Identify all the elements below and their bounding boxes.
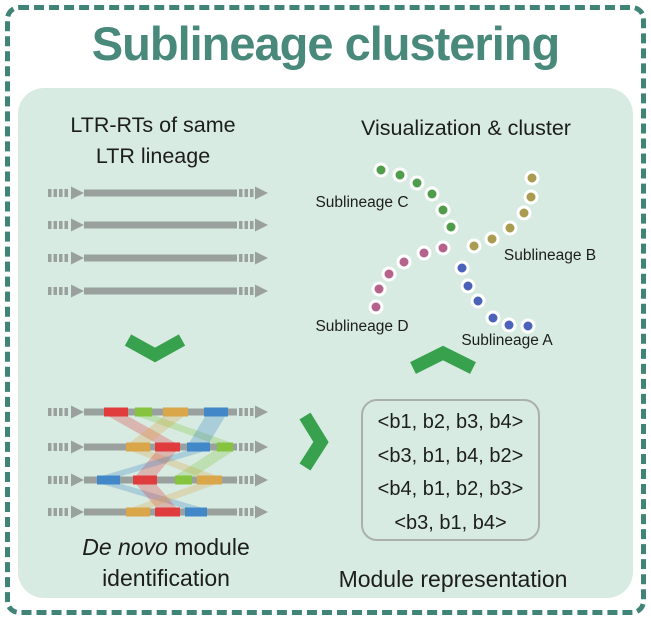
caption-module: module — [167, 534, 250, 560]
scatter-dot — [368, 299, 384, 315]
module-sequence: <b1, b2, b3, b4> — [377, 411, 524, 433]
module-link-ribbon — [135, 483, 178, 509]
module-link-ribbon — [173, 450, 235, 477]
sublineage-c-label: Sublineage C — [315, 194, 409, 211]
visualization-section-heading: Visualization & cluster — [361, 116, 571, 140]
scatter-dot — [371, 281, 387, 297]
module-block-red — [104, 407, 128, 417]
module-sequence: <b3, b1, b4> — [394, 511, 507, 534]
scatter-dot — [454, 260, 470, 276]
module-block-red — [155, 507, 180, 517]
scatter-dot — [516, 205, 532, 221]
scatter-dot — [460, 278, 476, 294]
module-block-blue — [185, 507, 207, 517]
scatter-dot — [520, 318, 536, 334]
module-link-ribbon — [133, 415, 235, 444]
scatter-dot — [524, 170, 540, 186]
module-block-green — [175, 475, 192, 485]
scatter-dot — [416, 245, 432, 261]
sublineage-a-label: Sublineage A — [461, 332, 553, 349]
chevron-up-icon — [410, 345, 476, 374]
scatter-dot — [501, 317, 517, 333]
scatter-dot — [381, 266, 397, 282]
module-sequence: <b4, b1, b2, b3> — [377, 478, 524, 500]
scatter-dot — [523, 189, 539, 205]
module-block-orange — [126, 507, 150, 517]
module-identification-caption: De novo module identification — [34, 532, 298, 594]
scatter-dot — [424, 186, 440, 202]
sublineage-b-label: Sublineage B — [503, 247, 597, 264]
ltr-rt-arrow — [48, 251, 268, 265]
scatter-dot — [392, 167, 408, 183]
scatter-dot — [435, 240, 451, 256]
page-title: Sublineage clustering — [91, 17, 560, 70]
module-block-blue — [97, 475, 120, 485]
module-sequence: <b3, b1, b4, b2> — [377, 444, 524, 467]
module-representation-box: <b1, b2, b3, b4> <b3, b1, b4, b2> <b4, b… — [361, 399, 540, 541]
module-block-red — [155, 442, 180, 452]
scatter-dot — [485, 310, 501, 326]
module-link-ribbon — [106, 415, 178, 444]
module-block-green — [135, 407, 152, 417]
scatter-dot — [470, 293, 486, 309]
scatter-dot — [409, 175, 425, 191]
chevron-down-icon — [124, 334, 186, 363]
caption-identification: identification — [102, 565, 230, 591]
scatter-dot — [435, 202, 451, 218]
chevron-right-icon — [299, 412, 329, 471]
ltr-section-heading: LTR-RTs of same LTR lineage — [33, 110, 273, 172]
module-link-ribbon — [188, 415, 226, 444]
module-representation-caption: Module representation — [338, 566, 568, 592]
ltr-rt-arrow — [48, 405, 268, 419]
module-block-orange — [163, 407, 188, 417]
module-block-red — [133, 475, 157, 485]
module-link-ribbon — [98, 483, 206, 509]
scatter-dot — [443, 219, 459, 235]
module-block-blue — [204, 407, 228, 417]
module-link-ribbon — [98, 450, 209, 477]
ltr-heading-line2: LTR lineage — [95, 144, 211, 168]
ltr-rt-arrow — [48, 284, 268, 298]
sublineage-d-label: Sublineage D — [315, 318, 409, 335]
scatter-dot — [373, 162, 389, 178]
module-block-orange — [197, 475, 222, 485]
module-link-ribbon — [128, 415, 186, 444]
module-block-orange — [126, 442, 150, 452]
ltr-rt-arrow — [48, 186, 268, 200]
ltr-heading-line1: LTR-RTs of same — [70, 113, 236, 137]
caption-de-novo: De novo — [82, 534, 168, 560]
module-block-green — [217, 442, 233, 452]
scatter-dot — [502, 220, 518, 236]
module-link-ribbon — [128, 483, 220, 509]
ltr-rt-arrow — [48, 473, 268, 487]
module-link-ribbon — [128, 450, 220, 477]
ltr-rt-arrow — [48, 218, 268, 232]
scatter-dot — [396, 254, 412, 270]
scatter-dot — [466, 238, 482, 254]
module-link-ribbon — [135, 450, 178, 477]
module-block-blue — [187, 442, 210, 452]
scatter-dot — [484, 231, 500, 247]
